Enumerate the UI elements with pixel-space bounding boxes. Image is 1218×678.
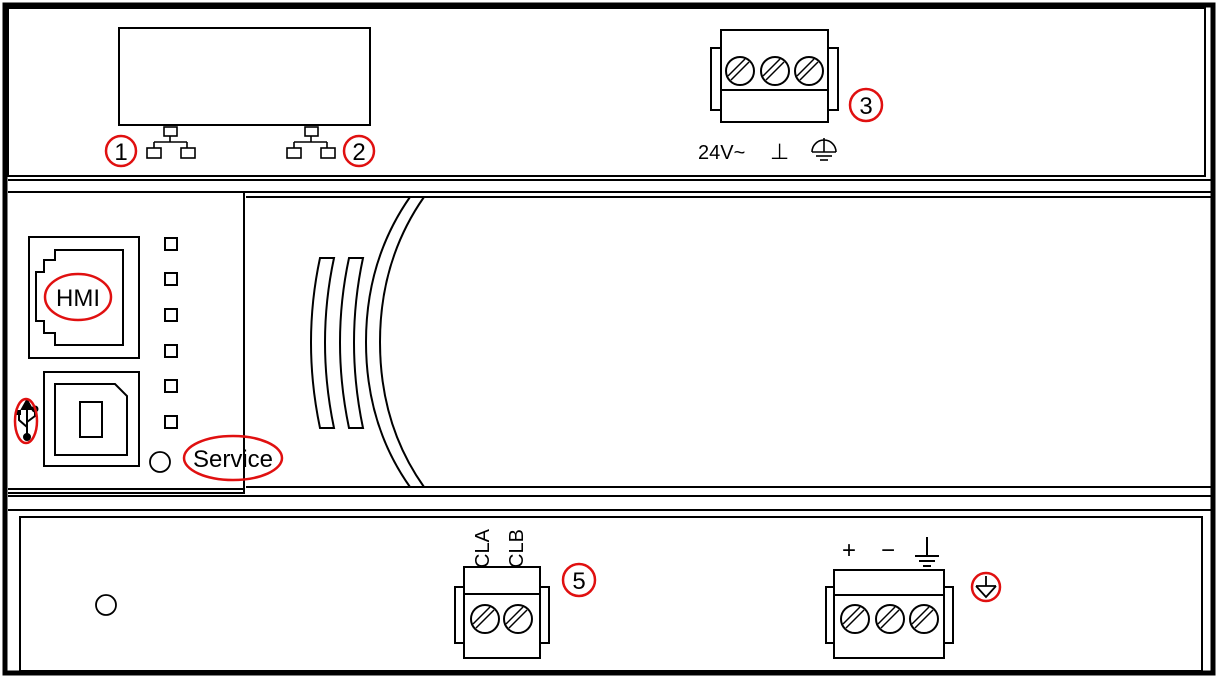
bus-pin-a-label: CLA bbox=[472, 528, 494, 568]
callout-2 bbox=[342, 134, 376, 168]
usb-port[interactable] bbox=[43, 371, 140, 467]
service-label: Service bbox=[193, 446, 273, 473]
callout-usb bbox=[13, 397, 39, 445]
status-led-2 bbox=[164, 272, 178, 286]
output-plus-label: + bbox=[842, 537, 856, 564]
callout-2-label: 2 bbox=[352, 139, 365, 166]
mounting-hole bbox=[95, 594, 117, 616]
din-rail-band bbox=[8, 179, 1212, 511]
callout-hmi bbox=[43, 272, 113, 322]
status-led-1 bbox=[164, 237, 178, 251]
hmi-label: HMI bbox=[56, 285, 100, 312]
callout-service bbox=[182, 434, 284, 482]
callout-1-label: 1 bbox=[114, 139, 127, 166]
hmi-port[interactable] bbox=[28, 236, 140, 359]
service-button[interactable] bbox=[149, 451, 171, 473]
output-minus-label: − bbox=[881, 537, 895, 564]
status-led-column bbox=[164, 237, 178, 429]
callout-5-label: 5 bbox=[572, 568, 585, 595]
status-led-5 bbox=[164, 379, 178, 393]
protective-earth-icon bbox=[970, 571, 1002, 603]
ethernet-port-block[interactable] bbox=[118, 27, 371, 126]
bus-pin-b-label: CLB bbox=[506, 529, 528, 568]
callout-3 bbox=[848, 87, 884, 123]
status-led-3 bbox=[164, 308, 178, 322]
output-terminal[interactable] bbox=[825, 569, 954, 659]
left-module bbox=[8, 191, 245, 494]
power-ground-symbol: ⊥ bbox=[770, 139, 789, 164]
grip-ridges bbox=[310, 257, 365, 429]
status-led-4 bbox=[164, 344, 178, 358]
callout-5 bbox=[561, 562, 597, 598]
network-icon-1 bbox=[146, 126, 196, 159]
front-cover[interactable] bbox=[246, 196, 425, 488]
status-led-6 bbox=[164, 415, 178, 429]
power-voltage-label: 24V~ bbox=[698, 142, 745, 164]
callout-1 bbox=[104, 134, 138, 168]
network-icon-2 bbox=[286, 126, 336, 159]
ground-symbol-icon bbox=[915, 537, 939, 567]
earth-ground-icon bbox=[811, 138, 837, 161]
power-terminal[interactable] bbox=[710, 29, 839, 123]
top-panel bbox=[7, 7, 1206, 177]
bus-terminal[interactable] bbox=[454, 566, 550, 659]
bottom-panel bbox=[19, 516, 1203, 672]
callout-3-label: 3 bbox=[859, 93, 872, 120]
